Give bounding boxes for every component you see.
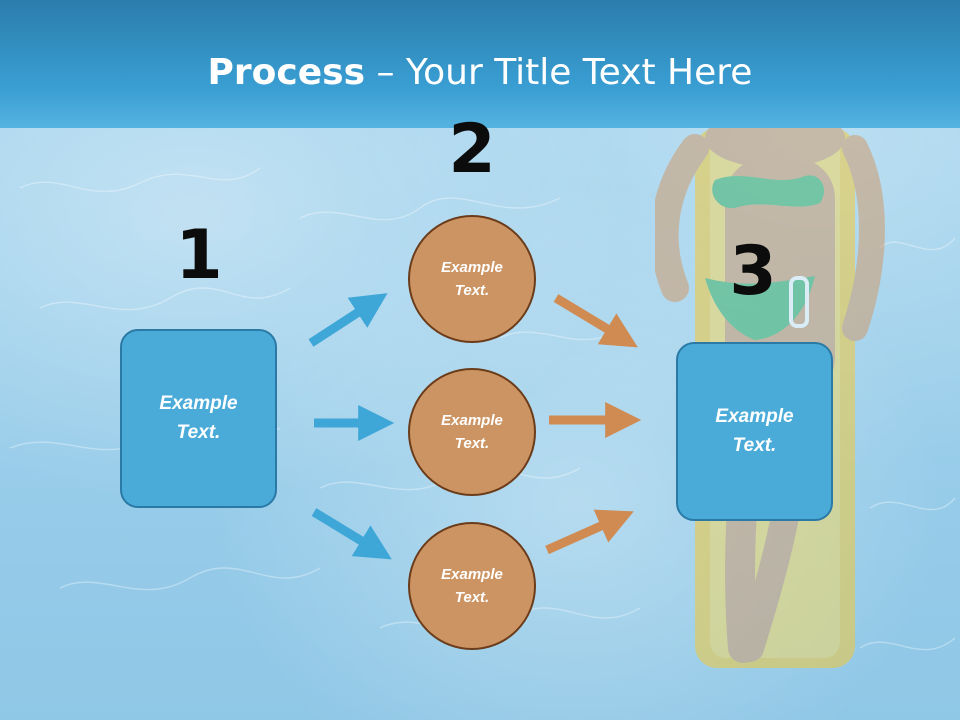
step-3-number: 3 (729, 232, 777, 311)
arrow-2-to-3-top (553, 294, 638, 348)
page-title: Process – Your Title Text Here (0, 52, 960, 93)
arrow-1-to-2-bottom (311, 508, 392, 560)
step-1-box: Example Text. (120, 329, 277, 508)
step-3-box: Example Text. (676, 342, 833, 521)
title-bar: Process – Your Title Text Here (0, 0, 960, 128)
title-bold: Process (207, 52, 366, 93)
step-2-circle-2: Example Text. (408, 368, 536, 496)
arrow-2-to-3-bottom (545, 509, 634, 555)
title-rest: – Your Title Text Here (365, 52, 753, 93)
step-1-number: 1 (175, 216, 223, 295)
step-2-circle-1: Example Text. (408, 215, 536, 343)
step-3-box-text: Example Text. (715, 406, 794, 456)
step-1-box-text: Example Text. (159, 393, 238, 443)
step-2-circle-3: Example Text. (408, 522, 536, 650)
arrow-1-to-2-top (308, 293, 388, 347)
step-2-circle-3-text: Example Text. (441, 565, 503, 606)
step-2-circle-1-text: Example Text. (441, 258, 503, 299)
step-2-number: 2 (448, 110, 496, 189)
step-2-circle-2-text: Example Text. (441, 411, 503, 452)
